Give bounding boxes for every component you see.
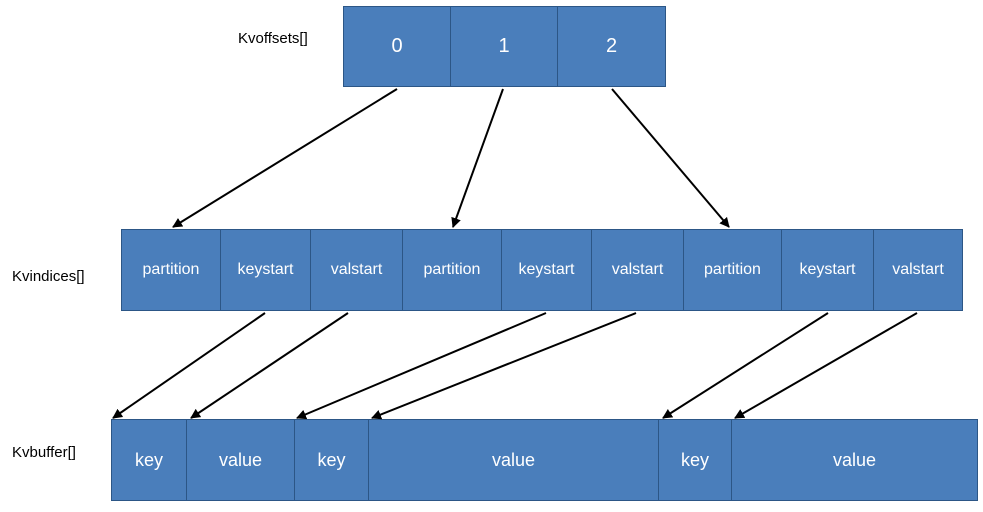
- kvbuffer-label: Kvbuffer[]: [12, 444, 76, 461]
- kvbuffer-cell-value: value: [186, 419, 295, 501]
- arrow-keystart1-to-key1: [112, 312, 266, 419]
- kvoffsets-cell: 2: [557, 6, 666, 87]
- kvindices-cell-keystart: keystart: [220, 229, 311, 311]
- arrow-offset2-to-partition3: [611, 88, 730, 228]
- kvindices-cell-partition: partition: [402, 229, 502, 311]
- arrow-valstart3-to-value3: [734, 312, 918, 419]
- kvoffsets-cell: 0: [343, 6, 451, 87]
- kvindices-cell-partition: partition: [121, 229, 221, 311]
- kvindices-cell-keystart: keystart: [501, 229, 592, 311]
- arrow-offset0-to-partition1: [172, 88, 398, 228]
- kvbuffer-cell-key: key: [294, 419, 369, 501]
- arrow-offset1-to-partition2: [451, 88, 504, 228]
- arrow-valstart1-to-value1: [190, 312, 349, 419]
- kvindices-cell-valstart: valstart: [873, 229, 963, 311]
- arrow-valstart2-to-value2: [371, 312, 637, 420]
- arrow-keystart2-to-key2: [296, 312, 547, 420]
- kvbuffer-cell-value: value: [731, 419, 978, 501]
- kvindices-cell-valstart: valstart: [591, 229, 684, 311]
- arrow-keystart3-to-key3: [662, 312, 829, 419]
- kvbuffer-cell-key: key: [111, 419, 187, 501]
- kvindices-cell-keystart: keystart: [781, 229, 874, 311]
- kvbuffer-cell-value: value: [368, 419, 659, 501]
- kvindices-cell-partition: partition: [683, 229, 782, 311]
- kvindices-label: Kvindices[]: [12, 268, 85, 285]
- kvoffsets-cell: 1: [450, 6, 558, 87]
- kvoffsets-label: Kvoffsets[]: [238, 30, 308, 47]
- kvindices-cell-valstart: valstart: [310, 229, 403, 311]
